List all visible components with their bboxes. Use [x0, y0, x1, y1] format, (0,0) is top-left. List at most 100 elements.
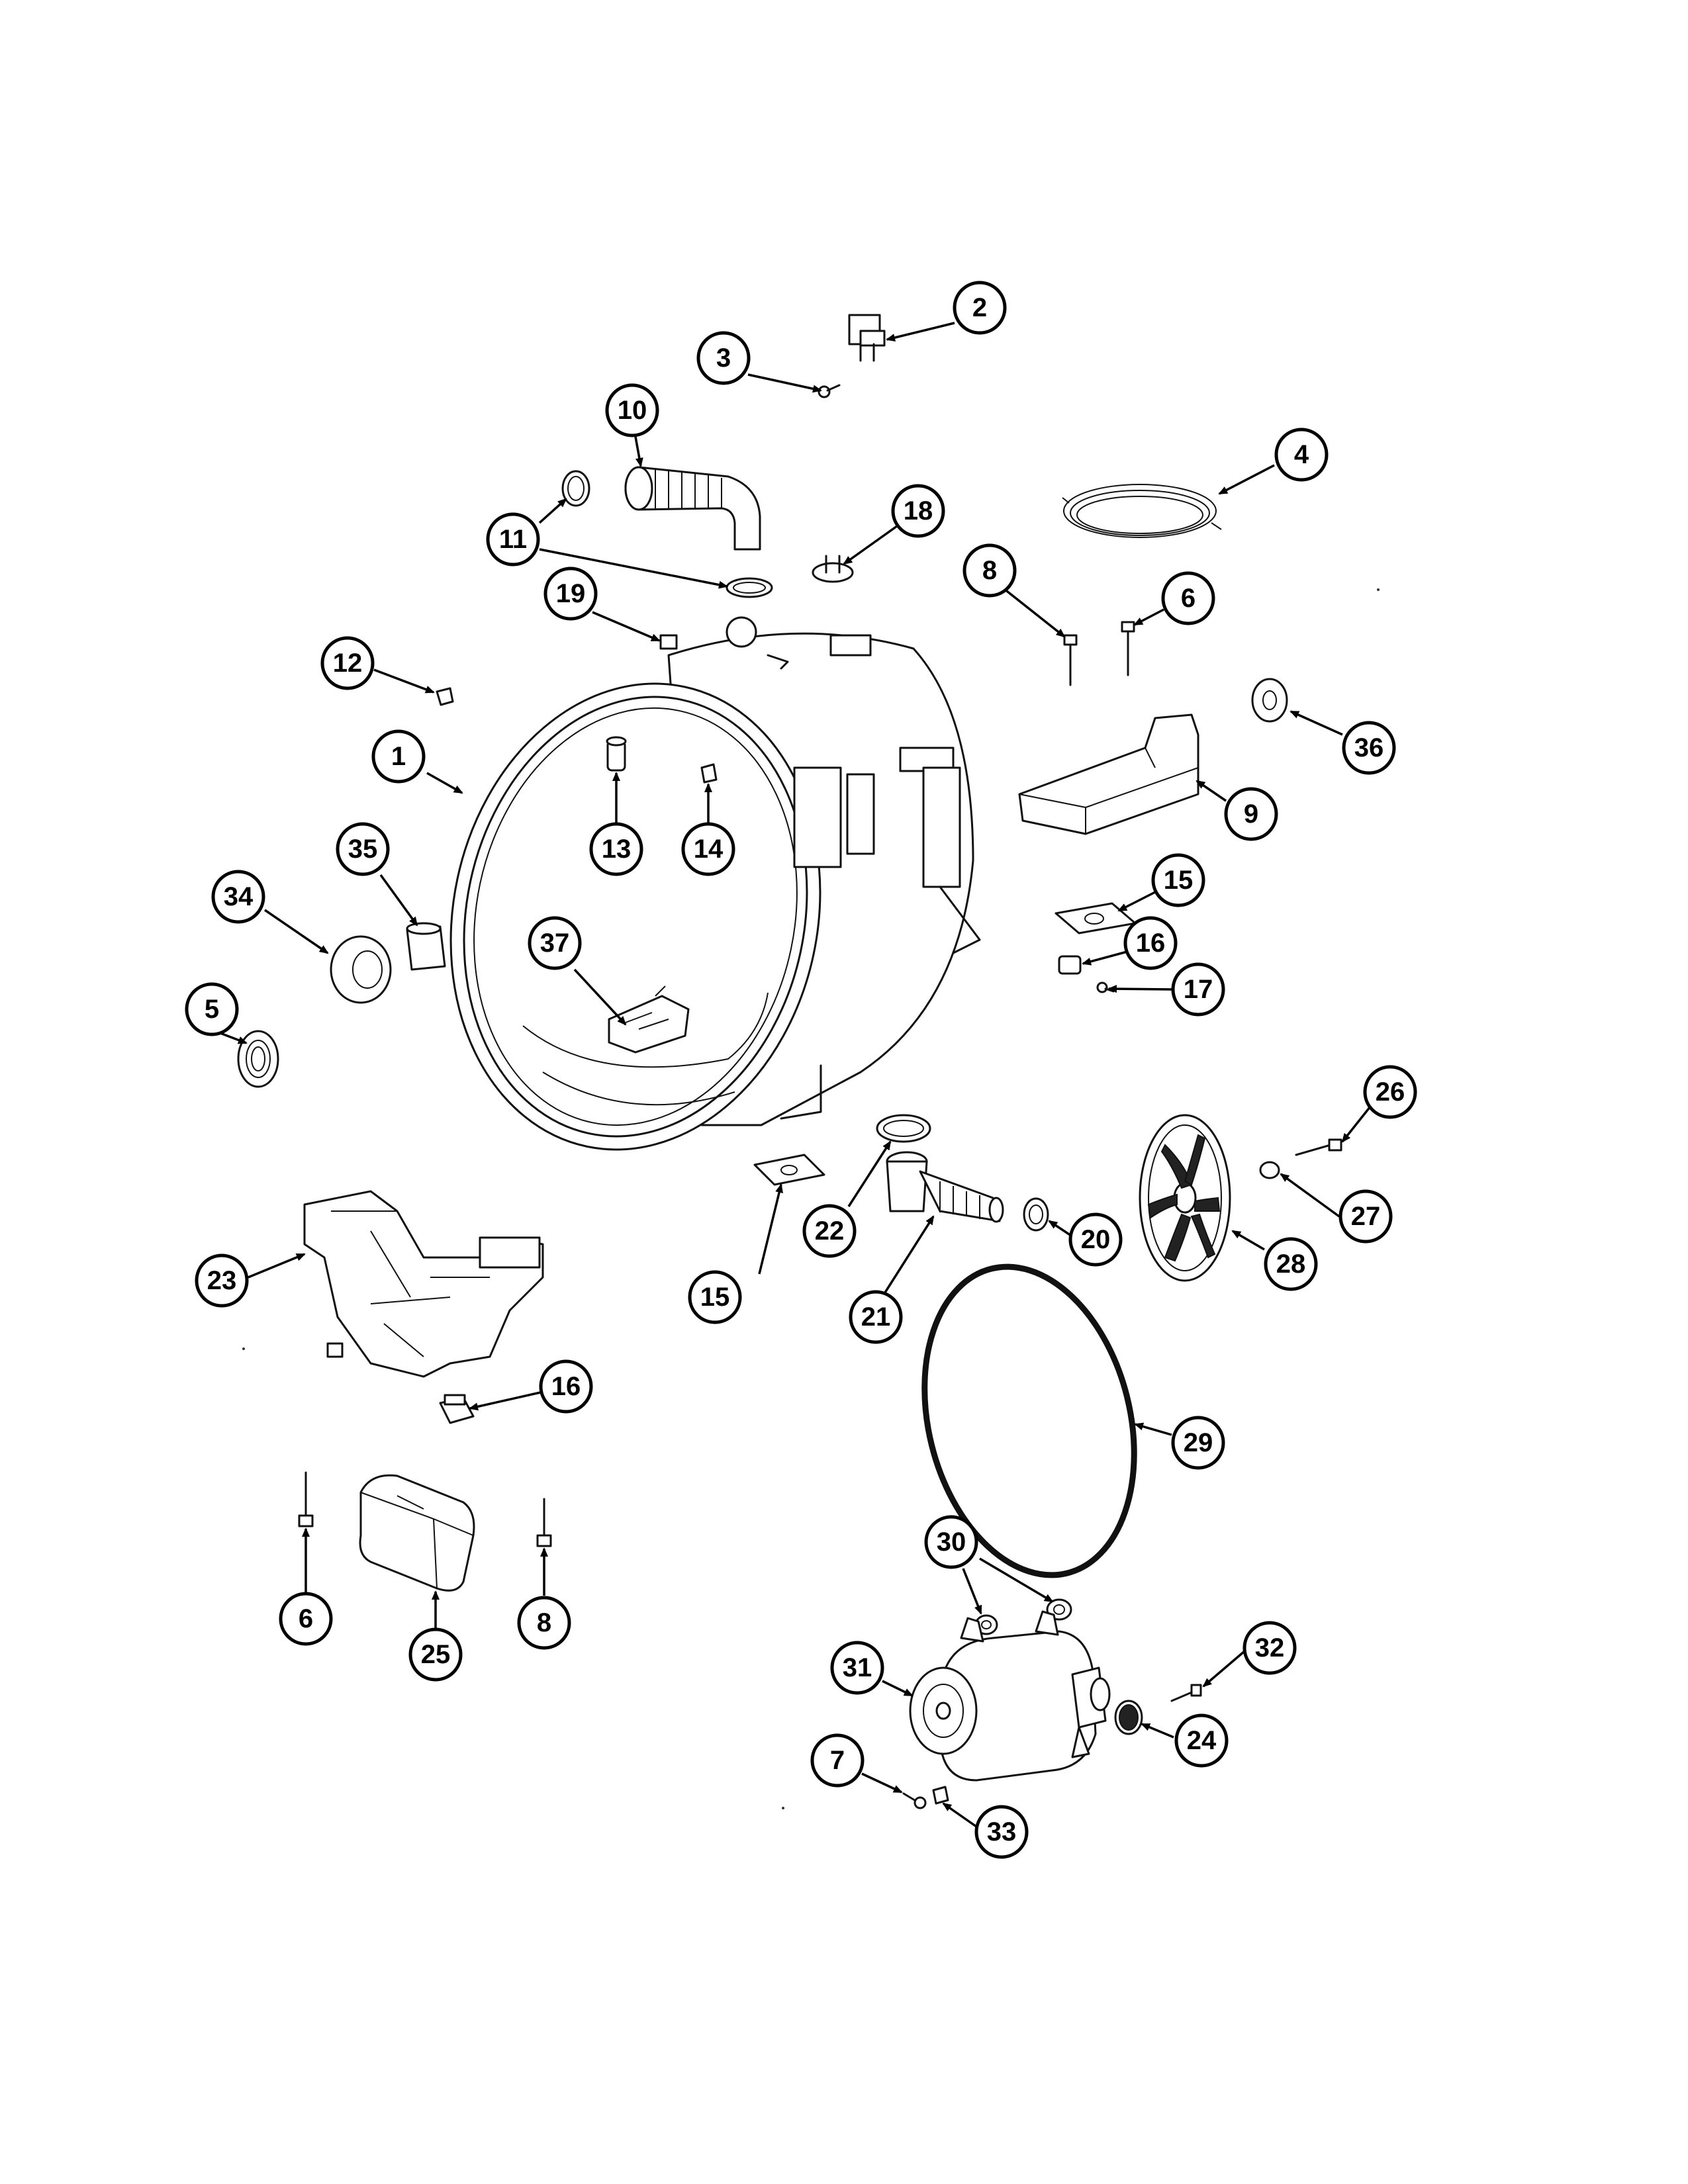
svg-text:27: 27 — [1351, 1202, 1381, 1231]
sleeve-part-35 — [406, 922, 446, 971]
bolt-part-26 — [1295, 1138, 1342, 1156]
callout-26: 26 — [1363, 1065, 1417, 1119]
callout-19: 19 — [543, 567, 598, 621]
bracket-part-2 — [848, 314, 886, 362]
callout-2: 2 — [953, 281, 1007, 335]
bolt-part-32 — [1170, 1684, 1202, 1702]
callout-15-right: 15 — [1151, 853, 1205, 907]
callout-25: 25 — [408, 1627, 463, 1682]
callout-21: 21 — [849, 1290, 903, 1344]
bumper-part-16-right — [1058, 955, 1082, 975]
wire-harness — [1062, 484, 1222, 538]
callout-27: 27 — [1338, 1189, 1393, 1244]
callout-24: 24 — [1174, 1713, 1229, 1768]
callout-36: 36 — [1342, 721, 1396, 775]
svg-text:14: 14 — [694, 835, 724, 864]
svg-text:3: 3 — [716, 343, 731, 373]
bolt-part-6-top — [1121, 621, 1135, 676]
drive-pulley — [1139, 1114, 1231, 1282]
mount-pad-part-15-bottom — [753, 1154, 825, 1186]
bolt-part-6-bottom — [298, 1471, 314, 1527]
callout-16-left: 16 — [539, 1359, 593, 1414]
svg-text:31: 31 — [843, 1653, 872, 1682]
callout-37: 37 — [528, 916, 582, 970]
bracket-part-37 — [608, 985, 690, 1054]
callout-3: 3 — [696, 331, 751, 385]
svg-text:16: 16 — [551, 1372, 581, 1401]
callout-30: 30 — [924, 1515, 978, 1569]
callout-33: 33 — [974, 1805, 1029, 1859]
svg-text:34: 34 — [224, 882, 254, 911]
svg-text:20: 20 — [1081, 1225, 1111, 1254]
svg-text:23: 23 — [207, 1266, 237, 1295]
callout-14: 14 — [681, 822, 735, 876]
bearing-part-34 — [330, 935, 392, 1004]
vent-hose — [624, 466, 761, 551]
callout-5: 5 — [185, 982, 239, 1036]
bolt-part-8-bottom — [536, 1498, 552, 1547]
svg-text:18: 18 — [904, 496, 933, 525]
callout-17: 17 — [1171, 962, 1225, 1017]
svg-text:19: 19 — [556, 579, 586, 608]
svg-text:6: 6 — [299, 1604, 313, 1633]
callout-10: 10 — [605, 383, 659, 437]
svg-text:13: 13 — [602, 835, 632, 864]
clip-part-33 — [932, 1786, 949, 1805]
svg-text:28: 28 — [1276, 1250, 1306, 1279]
callout-15-bottom: 15 — [688, 1270, 742, 1324]
callout-1: 1 — [371, 729, 426, 784]
scan-speck — [782, 1807, 784, 1809]
callout-34: 34 — [211, 870, 265, 924]
svg-text:16: 16 — [1136, 929, 1166, 958]
clamp-part-20 — [1023, 1197, 1049, 1232]
svg-text:35: 35 — [348, 835, 378, 864]
clip-part-14 — [700, 763, 718, 784]
svg-text:9: 9 — [1244, 799, 1258, 829]
svg-text:11: 11 — [499, 525, 527, 554]
callout-22: 22 — [802, 1204, 857, 1258]
clip-part-19 — [659, 634, 678, 650]
callout-35: 35 — [336, 822, 390, 876]
svg-text:15: 15 — [1164, 866, 1194, 895]
clamp-part-22 — [876, 1114, 931, 1143]
bumper-part-16-left — [439, 1394, 475, 1424]
svg-text:26: 26 — [1376, 1077, 1405, 1107]
svg-text:22: 22 — [815, 1216, 845, 1246]
callout-11: 11 — [486, 512, 540, 567]
svg-text:37: 37 — [540, 929, 570, 958]
screw-part-7 — [902, 1792, 927, 1809]
washer-part-36 — [1251, 678, 1288, 723]
callout-18: 18 — [891, 484, 945, 538]
washer-part-27 — [1259, 1161, 1280, 1179]
callout-4: 4 — [1274, 428, 1329, 482]
support-bracket — [303, 1190, 544, 1378]
counterweight — [1018, 713, 1199, 835]
bolt-part-8-top — [1063, 634, 1078, 686]
callout-13: 13 — [589, 822, 643, 876]
svg-text:32: 32 — [1255, 1633, 1285, 1662]
callout-8-top: 8 — [962, 543, 1017, 598]
callout-23: 23 — [195, 1253, 249, 1308]
svg-text:15: 15 — [700, 1283, 730, 1312]
callout-29: 29 — [1171, 1416, 1225, 1470]
callout-16-right: 16 — [1123, 916, 1178, 970]
cup-part-13 — [606, 736, 627, 772]
svg-text:10: 10 — [618, 396, 647, 425]
callout-28: 28 — [1264, 1237, 1318, 1291]
callout-7: 7 — [810, 1733, 865, 1788]
callout-8-bottom: 8 — [517, 1596, 571, 1650]
clip-part-12 — [436, 687, 454, 706]
svg-text:2: 2 — [972, 293, 987, 322]
svg-text:8: 8 — [537, 1608, 551, 1637]
svg-text:8: 8 — [982, 556, 997, 585]
drive-motor — [909, 1610, 1111, 1782]
svg-text:12: 12 — [333, 649, 363, 678]
svg-text:33: 33 — [987, 1817, 1017, 1846]
svg-text:29: 29 — [1184, 1428, 1213, 1457]
svg-text:4: 4 — [1294, 440, 1309, 469]
callout-6-bottom: 6 — [279, 1592, 333, 1646]
callout-9: 9 — [1224, 787, 1278, 841]
weight-block — [359, 1474, 475, 1592]
svg-text:5: 5 — [205, 995, 219, 1024]
